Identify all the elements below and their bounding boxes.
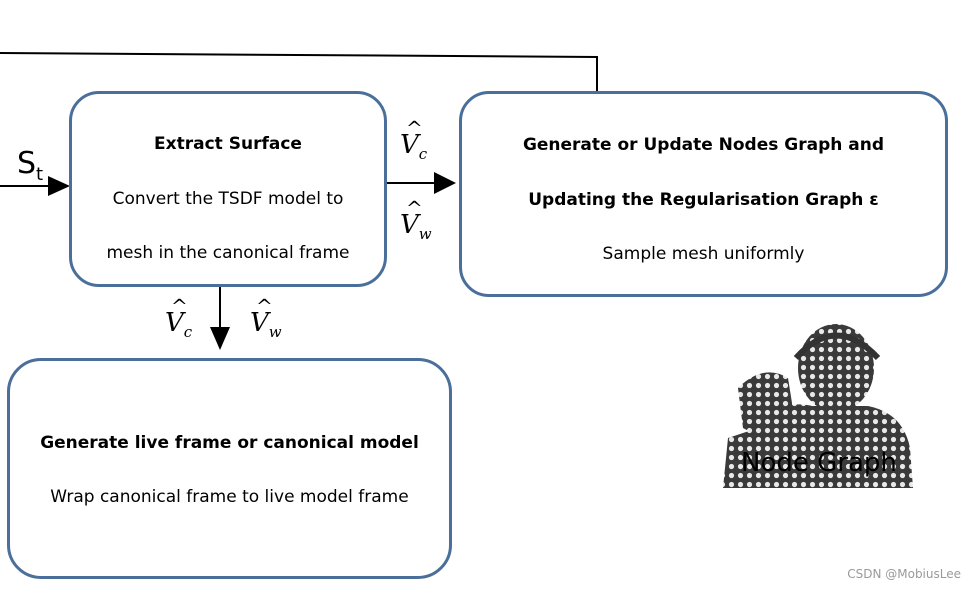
vw-sub: w	[418, 225, 432, 243]
vc-sub: c	[183, 323, 193, 341]
vc-base: V	[165, 308, 184, 338]
extract-surface-box: Extract Surface Convert the TSDF model t…	[69, 91, 387, 287]
nodes-graph-line1: Sample mesh uniformly	[602, 244, 805, 264]
live-frame-line1: Wrap canonical frame to live model frame	[50, 487, 409, 507]
input-label-sub: t	[36, 164, 44, 185]
extract-to-live-arrowhead	[210, 327, 230, 350]
vw-base: V	[400, 210, 419, 240]
vw-label-right: ^Vw	[400, 196, 432, 243]
nodes-graph-title-line2: Updating the Regularisation Graph ε	[528, 190, 879, 210]
extract-to-nodes-arrowhead	[434, 172, 456, 194]
live-frame-title: Generate live frame or canonical model	[40, 433, 419, 453]
node-graph-label: Node Graph	[741, 448, 897, 478]
input-label-main: S	[17, 146, 37, 181]
feedback-line	[0, 52, 598, 92]
hat-icon: ^	[256, 294, 273, 318]
hat-icon: ^	[406, 116, 423, 140]
input-arrowhead	[48, 176, 70, 196]
hat-icon: ^	[406, 196, 423, 220]
vw-label-down: ^Vw	[250, 294, 282, 341]
vc-label-right: ^Vc	[400, 116, 428, 163]
vc-sub: c	[418, 145, 428, 163]
hat-icon: ^	[171, 294, 188, 318]
vw-sub: w	[268, 323, 282, 341]
watermark: CSDN @MobiusLee	[847, 567, 961, 581]
nodes-graph-title-line1: Generate or Update Nodes Graph and	[522, 135, 885, 155]
extract-surface-line1: Convert the TSDF model to	[112, 189, 344, 209]
extract-surface-title: Extract Surface	[154, 134, 302, 154]
extract-surface-line2: mesh in the canonical frame	[106, 243, 350, 263]
input-label: St	[17, 146, 43, 185]
nodes-graph-box: Generate or Update Nodes Graph and Updat…	[459, 91, 948, 297]
vc-label-down: ^Vc	[165, 294, 193, 341]
vc-base: V	[400, 130, 419, 160]
live-frame-box: Generate live frame or canonical model W…	[7, 358, 452, 579]
node-graph-image	[723, 324, 913, 488]
vw-base: V	[250, 308, 269, 338]
